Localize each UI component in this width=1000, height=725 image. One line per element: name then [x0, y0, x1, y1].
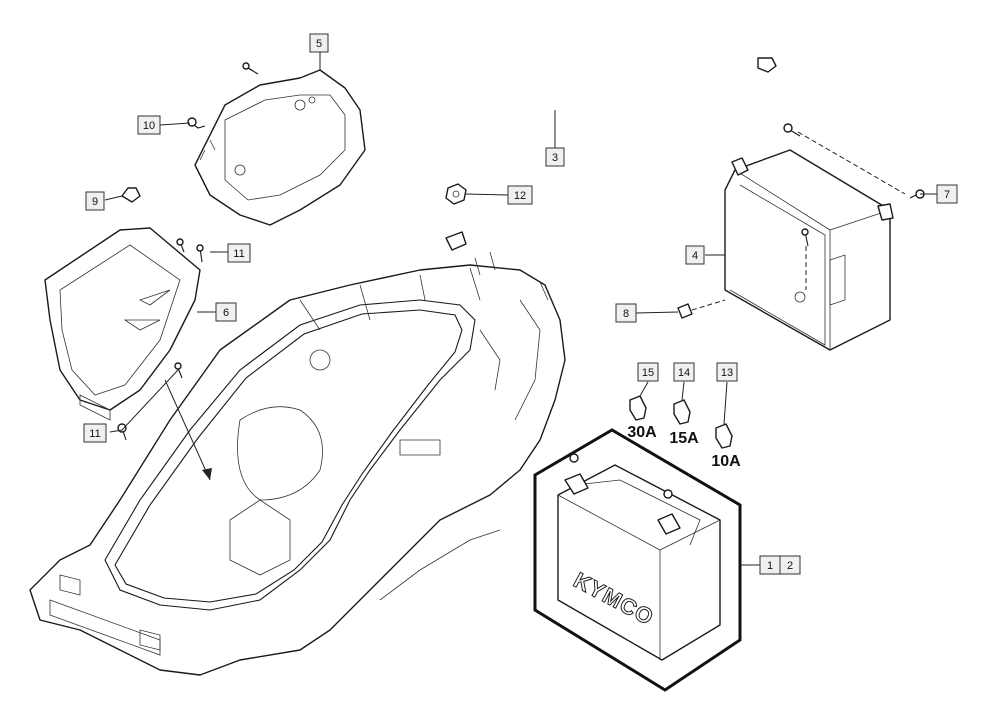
part-9-clip: [121, 187, 141, 203]
svg-text:1: 1: [767, 560, 773, 572]
part-6-panel: [44, 227, 201, 421]
part-8-bolt: [677, 303, 693, 319]
svg-text:14: 14: [678, 367, 690, 379]
assembly-arrow: [164, 379, 211, 481]
svg-text:13: 13: [721, 367, 733, 379]
callout-11-upper: 11: [227, 243, 251, 263]
callout-3: 3: [545, 147, 565, 167]
svg-text:3: 3: [552, 152, 558, 164]
leader-lines: [104, 52, 937, 566]
part-10-bolts: [187, 62, 259, 129]
svg-text:15: 15: [642, 367, 654, 379]
part-14-fuse-icon: [673, 399, 691, 425]
dash-8: [691, 299, 726, 311]
callout-12: 12: [507, 185, 533, 205]
fuse-rating-15a: 15A: [669, 430, 699, 447]
svg-text:8: 8: [623, 308, 629, 320]
svg-text:11: 11: [89, 428, 100, 440]
part-3-cable: [363, 57, 777, 257]
fuse-rating-10a: 10A: [711, 453, 741, 470]
svg-text:11: 11: [233, 248, 244, 260]
svg-text:10: 10: [143, 120, 155, 132]
callout-5: 5: [309, 33, 329, 53]
callout-2: 2: [779, 555, 801, 575]
part-4-battery-case: [724, 149, 894, 351]
callout-7: 7: [936, 184, 958, 204]
luggage-box: [29, 251, 566, 676]
callout-13: 13: [716, 362, 738, 382]
callout-15: 15: [637, 362, 659, 382]
callout-9: 9: [85, 191, 105, 211]
svg-text:2: 2: [787, 560, 793, 572]
callout-4: 4: [685, 245, 705, 265]
part-15-fuse-icon: [629, 395, 647, 421]
part-13-fuse-icon: [715, 423, 733, 449]
callout-14: 14: [673, 362, 695, 382]
part-5-cover: [194, 69, 366, 226]
callout-6: 6: [215, 302, 237, 322]
part-12-nut: [445, 183, 467, 205]
callout-11-lower: 11: [83, 423, 107, 443]
svg-text:5: 5: [316, 38, 322, 50]
svg-text:12: 12: [514, 190, 526, 202]
svg-text:9: 9: [92, 196, 98, 208]
svg-text:6: 6: [223, 307, 229, 319]
callout-8: 8: [615, 303, 637, 323]
dash-7-upper: [797, 131, 906, 195]
svg-text:4: 4: [692, 250, 698, 262]
fuse-rating-30a: 30A: [627, 424, 657, 441]
callout-10: 10: [137, 115, 161, 135]
callout-1: 1: [759, 555, 781, 575]
svg-text:7: 7: [944, 189, 950, 201]
